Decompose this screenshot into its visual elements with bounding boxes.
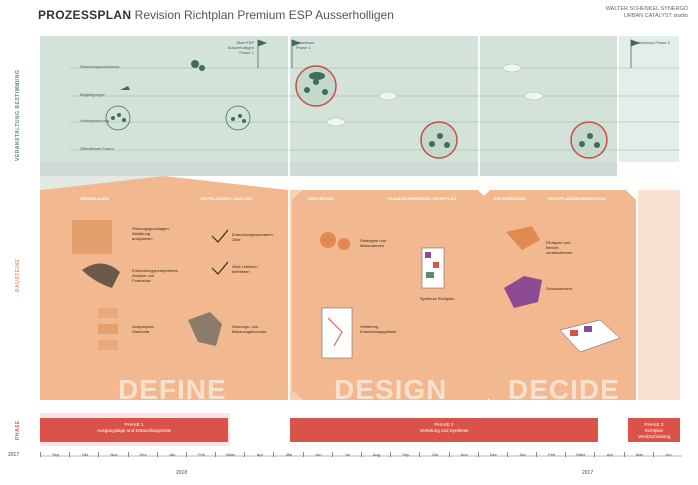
- block-label-10: Richtplan und Bericht verabschieden: [546, 240, 573, 255]
- timeline-month: Feb: [185, 452, 216, 457]
- define-heading: DEFINE: [118, 374, 227, 405]
- baustein-header-6: RICHTPLANDOKUMENTATION: [548, 196, 607, 201]
- timeline-month: Aug: [361, 452, 391, 457]
- row-label-3: Vorbesprechung: [80, 118, 110, 123]
- milestone-label-3: Abschluss Phase 2: [636, 40, 671, 45]
- block-label-8: Vertiefung Entwicklungsgebiete: [360, 324, 397, 334]
- baustein-header-5: ENTSCHEIDUNG: [494, 196, 527, 201]
- phase-1-subtitle: Ausgangslage und Entwicklungsziele: [96, 428, 172, 433]
- phase-2-title: PHASE 2: [434, 422, 454, 427]
- baustein-header-3: VERTIEFUNG: [308, 196, 334, 201]
- timeline-month: Nov: [98, 452, 128, 457]
- phase-3-subtitle: Richtplan Verabschiedung: [637, 428, 671, 439]
- row-label-2: Begleitgruppe: [80, 92, 105, 97]
- timeline-year-2: 2017: [582, 470, 594, 476]
- timeline-month: Jan: [156, 452, 187, 457]
- milestone-label-1: Start ESP Ausserholligen Phase 1: [227, 40, 254, 55]
- timeline-month: März: [565, 452, 595, 457]
- block-label-2: Entwicklungsperspektiven Analyse und Pot…: [132, 268, 179, 283]
- baustein-header-1: GRUNDLAGEN: [80, 196, 109, 201]
- timeline-month: Okt: [69, 452, 99, 457]
- title-rest: Revision Richtplan Premium ESP Ausserhol…: [134, 8, 394, 22]
- logo: WALTER SCHENKEL SYNERGO URBAN CATALYST s…: [606, 6, 688, 20]
- timeline-month: Mai: [273, 452, 303, 457]
- timeline-month: Apr: [594, 452, 624, 457]
- timeline-month: Okt: [419, 452, 449, 457]
- timeline-month: Dez: [127, 452, 158, 457]
- phase-3-title: PHASE 3: [644, 422, 664, 427]
- baustein-illustrations: [72, 220, 621, 359]
- timeline-month: Jan: [506, 452, 537, 457]
- timeline-year-1: 2018: [176, 470, 188, 476]
- orange-band: [40, 176, 680, 400]
- page-title: PROZESSPLAN Revision Richtplan Premium E…: [38, 8, 394, 22]
- title-bold: PROZESSPLAN: [38, 8, 132, 22]
- timeline-month: März: [215, 452, 245, 457]
- row-label-4: Öffentliches Forum: [80, 146, 114, 151]
- block-label-5: Ziele Leitlinien definieren: [232, 264, 258, 274]
- group-icons: [105, 60, 251, 131]
- baustein-header-4: PLANUNGSPROZESS / RICHTPLAN: [388, 196, 457, 201]
- milestone-label-2: Abschluss Phase 1: [296, 40, 315, 50]
- block-label-4: Entwicklungsszenarien Ziele: [232, 232, 273, 242]
- event-ovals: [326, 63, 544, 127]
- forum-icons: [295, 65, 608, 159]
- logo-line-1: WALTER SCHENKEL SYNERGO: [605, 6, 688, 12]
- timeline-month: Sep: [40, 452, 70, 457]
- timeline-month: Jun: [302, 452, 333, 457]
- block-label-7: Strategien und Massnahmen: [360, 238, 387, 248]
- block-label-11: Schlussbericht: [546, 286, 573, 291]
- block-label-6: Nutzungs- und Bebauungskonzept: [232, 324, 267, 334]
- timeline-month: Nov: [448, 452, 479, 457]
- block-label-3: Analyseplan Standorte: [132, 324, 154, 334]
- block-label-9: Synthese Richtplan: [420, 296, 455, 301]
- green-band: [40, 36, 679, 190]
- timeline-month: Dez: [477, 452, 508, 457]
- timeline-year-start: 2017: [8, 452, 20, 458]
- decide-heading: DECIDE: [508, 374, 620, 405]
- timeline-month: Sep: [390, 452, 420, 457]
- baustein-header-2: TESTPLANUNG / ANALYSE: [200, 196, 252, 201]
- timeline-month: Jun: [652, 452, 683, 457]
- logo-line-2: URBAN CATALYST studio: [623, 13, 688, 19]
- phase-1-title: PHASE 1: [124, 422, 144, 427]
- phase-3-bar: PHASE 3 Richtplan Verabschiedung: [628, 418, 680, 442]
- timeline-month: Jul: [331, 452, 362, 457]
- milestone-flags: [257, 39, 641, 68]
- block-label-1: Planungsgrundlagen Abklärung analysieren: [132, 226, 169, 241]
- design-heading: DESIGN: [334, 374, 448, 405]
- timeline-month: Apr: [244, 452, 274, 457]
- timeline-month: Mai: [623, 452, 654, 457]
- row-label-1: Steuerungsausschuss: [80, 64, 120, 69]
- timeline-month: Feb: [536, 452, 566, 457]
- phase-2-bar: PHASE 2 Vertiefung und Synthese: [290, 418, 598, 442]
- phase-2-subtitle: Vertiefung und Synthese: [419, 428, 469, 433]
- phase-1-bar: PHASE 1 Ausgangslage und Entwicklungszie…: [40, 418, 228, 442]
